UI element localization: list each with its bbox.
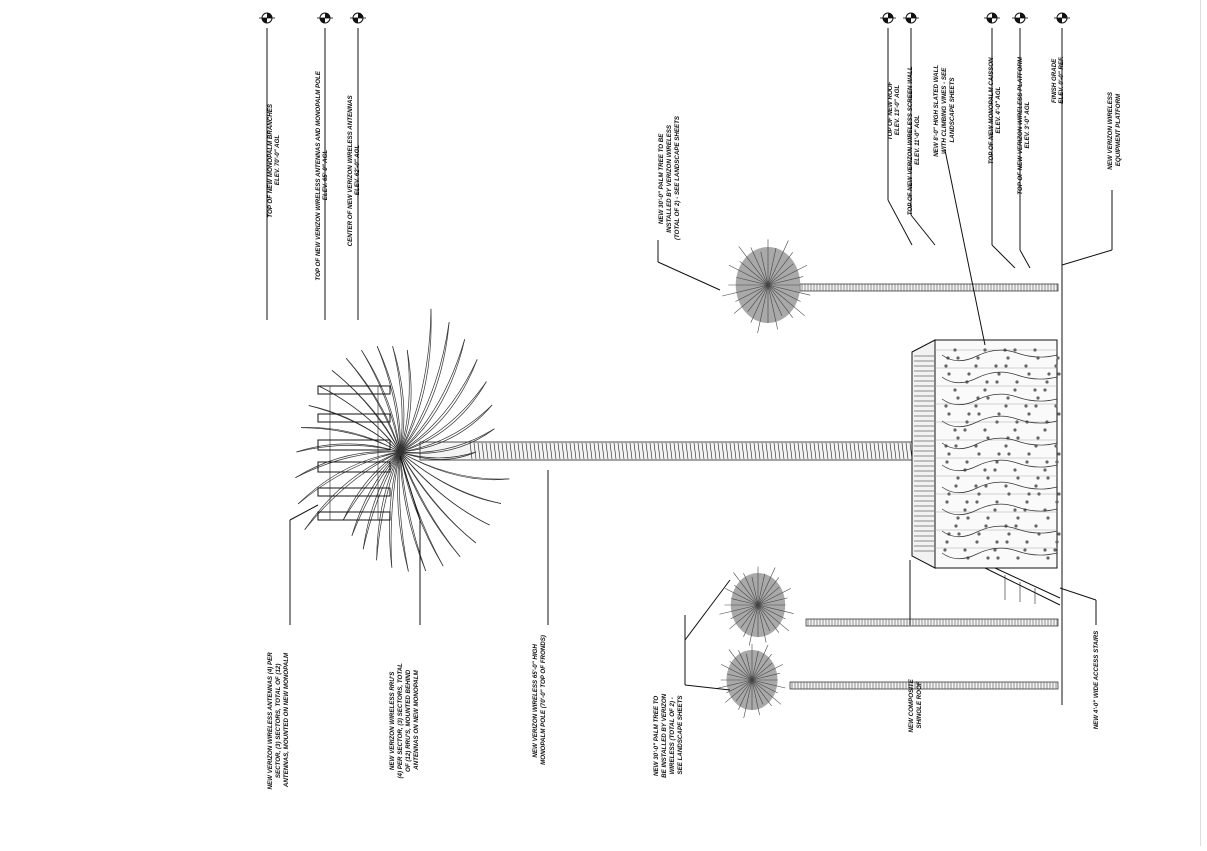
- svg-text:TOP OF NEW MONOPALM CAISSON: TOP OF NEW MONOPALM CAISSON ELEV. 4'-0" …: [988, 56, 1002, 165]
- palm-tree-right: [722, 239, 1059, 334]
- elevation-target-icon: [259, 12, 275, 24]
- page-edge: [1200, 0, 1207, 846]
- platform-callout: NEW VERIZON WIRELESS EQUIPMENT PLATFORM: [1107, 90, 1122, 169]
- elevation-target-icon: [350, 12, 366, 24]
- elev-antennas-top-value: ELEV. 65'-0" AGL: [322, 150, 329, 201]
- callout-labels: NEW VERIZON WIRELESS ANTENNAS (4) PER SE…: [267, 63, 1122, 790]
- elev-grade-value: ELEV. 0'-0" REF.: [1058, 56, 1065, 104]
- elev-antennas-top-title: TOP OF NEW VERIZON WIRELESS ANTENNAS AND…: [315, 70, 322, 280]
- antenna-panel: [317, 439, 391, 451]
- elev-roof-value: ELEV. 13'-0" AGL: [894, 85, 901, 136]
- svg-text:CENTER OF NEW VERIZON WIRELESS: CENTER OF NEW VERIZON WIRELESS ANTENNAS …: [347, 94, 361, 247]
- svg-text:TOP OF NEW VERIZON WIRELESS AN: TOP OF NEW VERIZON WIRELESS ANTENNAS AND…: [315, 69, 329, 280]
- elevation-labels: TOP OF NEW MONOPALM BRANCHES ELEV. 70'-0…: [267, 55, 1065, 281]
- svg-text:TOP OF NEW MONOPALM BRANCHES: TOP OF NEW MONOPALM BRANCHES ELEV. 70'-0…: [267, 102, 281, 217]
- svg-text:TOP OF NEW ROOF ELEV. 13: TOP OF NEW ROOF ELEV. 13'-0" AGL: [887, 80, 901, 140]
- elevation-target-icon: [1054, 12, 1070, 24]
- palm-tree-left-lower: [715, 644, 1059, 719]
- elev-antennas-center-title: CENTER OF NEW VERIZON WIRELESS ANTENNAS: [347, 94, 354, 246]
- svg-text:TOP OF NEW VERIZON WIRELESS SC: TOP OF NEW VERIZON WIRELESS SCREEN WALL …: [907, 65, 921, 215]
- elev-grade-title: FINISH GRADE: [1051, 58, 1058, 103]
- palm-tree-right-callout: NEW 30'-0" PALM TREE TO BE INSTALLED BY …: [658, 115, 681, 240]
- elevation-target-icon: [903, 12, 919, 24]
- elevation-target-icon: [880, 12, 896, 24]
- elev-caisson-value: ELEV. 4'-0" AGL: [995, 86, 1002, 133]
- elevation-markers: [259, 12, 1070, 24]
- elev-antennas-center-value: ELEV. 62'-0" AGL: [354, 145, 361, 196]
- access-stairs: [984, 567, 1061, 606]
- stairs-callout: NEW 4'-0" WIDE ACCESS STAIRS: [1093, 630, 1100, 729]
- monopalm-pole: [419, 441, 916, 461]
- elev-branches-value: ELEV. 70'-0" AGL: [274, 135, 281, 186]
- palm-tree-left-callout: NEW 30'-0" PALM TREE TO BE INSTALLED BY …: [653, 692, 684, 778]
- elev-platform-value: ELEV. 3'-0" AGL: [1024, 101, 1031, 148]
- elev-branches-title: TOP OF NEW MONOPALM BRANCHES: [267, 103, 274, 218]
- svg-text:FINISH GRADE ELEV. 0'-0": FINISH GRADE ELEV. 0'-0" REF.: [1051, 56, 1065, 104]
- callout-leaders: [266, 28, 1113, 691]
- monopalm-crown: [295, 308, 510, 572]
- antenna-panel: [317, 413, 391, 423]
- wall-callout: NEW 8'-0" HIGH SLATED WALL WITH CLIMBING…: [933, 63, 956, 157]
- elevation-target-icon: [317, 12, 333, 24]
- elev-screen-wall-value: ELEV. 11'-0" AGL: [914, 115, 921, 165]
- elev-caisson-title: TOP OF NEW MONOPALM CAISSON: [988, 57, 995, 164]
- pole-callout: NEW VERIZON WIRELESS 65'-0" HIGH MONOPAL…: [532, 635, 547, 765]
- elev-roof-title: TOP OF NEW ROOF: [887, 81, 894, 140]
- antennas-callout: NEW VERIZON WIRELESS ANTENNAS (4) PER SE…: [267, 650, 290, 789]
- elevation-target-icon: [984, 12, 1000, 24]
- elev-platform-title: TOP OF NEW VERIZON WIRELESS PLATFORM: [1017, 56, 1024, 195]
- svg-text:TOP OF NEW VERIZON WIRELESS PL: TOP OF NEW VERIZON WIRELESS PLATFORM ELE…: [1017, 55, 1031, 194]
- elev-screen-wall-title: TOP OF NEW VERIZON WIRELESS SCREEN WALL: [907, 66, 914, 215]
- elevation-target-icon: [1012, 12, 1028, 24]
- palm-tree-left-upper: [719, 566, 1059, 646]
- antenna-panel: [317, 461, 391, 473]
- antenna-panel: [317, 511, 391, 521]
- shingle-roof: [911, 339, 936, 569]
- antenna-panel: [317, 487, 391, 497]
- rrus-callout: NEW VERIZON WIRELESS RRU'S (4) PER SECTO…: [389, 661, 420, 778]
- roof-callout: NEW COMPOSITE SHINGLE ROOF: [908, 677, 923, 732]
- antenna-panel: [317, 385, 391, 395]
- equipment-enclosure: [911, 339, 1061, 606]
